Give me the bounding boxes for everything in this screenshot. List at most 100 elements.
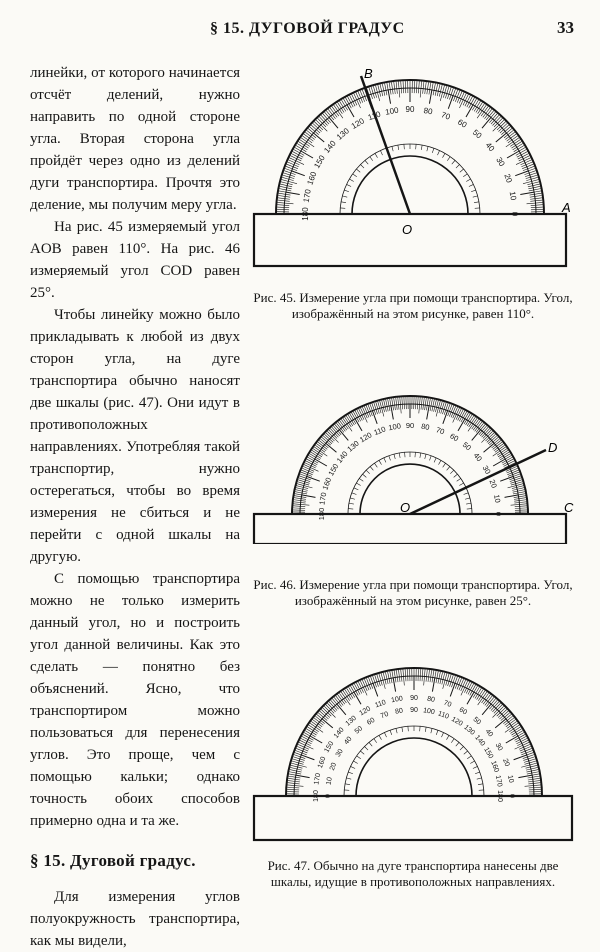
degree-tick bbox=[484, 115, 487, 119]
degree-tick bbox=[404, 676, 405, 685]
degree-tick bbox=[360, 416, 362, 420]
degree-tick bbox=[513, 493, 518, 494]
degree-tick bbox=[361, 688, 363, 692]
inner-tick bbox=[357, 756, 361, 759]
band-tick bbox=[463, 680, 466, 686]
degree-tick bbox=[308, 473, 313, 475]
band-tick bbox=[278, 202, 285, 203]
band-tick bbox=[473, 418, 477, 424]
scale-number: 80 bbox=[420, 422, 430, 432]
scale-number: 10 bbox=[492, 494, 502, 504]
paragraph-4: С помощью транспортира можно не только и… bbox=[30, 568, 240, 832]
degree-tick bbox=[512, 732, 516, 735]
band-tick bbox=[278, 195, 285, 196]
figure-46-protractor: 0102030405060708090100110120130140150160… bbox=[250, 384, 580, 544]
degree-tick bbox=[284, 203, 293, 204]
degree-tick bbox=[485, 701, 488, 705]
degree-tick bbox=[305, 482, 310, 483]
band-tick bbox=[290, 156, 296, 159]
scale-number: 10 bbox=[506, 775, 514, 784]
band-tick bbox=[457, 677, 460, 684]
band-tick bbox=[531, 767, 538, 769]
band-tick bbox=[362, 680, 365, 686]
degree-tick bbox=[530, 201, 535, 202]
degree-tick bbox=[498, 128, 502, 131]
degree-tick bbox=[313, 731, 317, 734]
scale-number: 70 bbox=[440, 110, 452, 122]
degree-tick bbox=[427, 89, 428, 94]
scale-number: 90 bbox=[410, 707, 418, 714]
degree-tick bbox=[361, 98, 363, 103]
band-tick bbox=[516, 484, 523, 486]
degree-tick bbox=[305, 745, 313, 749]
band-tick bbox=[330, 428, 335, 433]
inner-tick bbox=[464, 751, 468, 754]
band-tick bbox=[427, 398, 428, 405]
scale-number: 50 bbox=[461, 440, 473, 452]
inner-tick bbox=[365, 747, 369, 751]
degree-tick bbox=[424, 676, 425, 685]
inner-tick bbox=[460, 747, 464, 751]
degree-tick bbox=[457, 685, 459, 690]
protractor-scale: 0180101702016030150401405013060120701108… bbox=[286, 668, 542, 802]
scale-number: 160 bbox=[320, 476, 333, 491]
degree-tick bbox=[478, 698, 483, 705]
degree-tick bbox=[516, 740, 520, 742]
band-tick bbox=[531, 770, 538, 771]
band-tick bbox=[278, 200, 285, 201]
band-tick bbox=[385, 672, 387, 679]
band-tick bbox=[429, 670, 430, 677]
band-tick bbox=[531, 177, 538, 179]
degree-tick bbox=[340, 701, 343, 705]
band-tick bbox=[290, 767, 297, 769]
inner-tick bbox=[452, 160, 455, 164]
band-tick bbox=[332, 427, 337, 432]
inner-tick bbox=[346, 778, 351, 779]
band-tick bbox=[399, 670, 400, 677]
inner-tick bbox=[356, 169, 360, 172]
degree-tick bbox=[468, 424, 473, 431]
band-tick bbox=[461, 92, 464, 98]
band-tick bbox=[319, 440, 324, 444]
scale-number: 100 bbox=[388, 421, 402, 432]
degree-tick bbox=[507, 473, 512, 475]
degree-tick bbox=[301, 757, 306, 759]
inner-tick bbox=[379, 460, 382, 464]
band-tick bbox=[520, 504, 527, 505]
degree-tick bbox=[517, 743, 521, 745]
band-tick bbox=[371, 677, 373, 684]
band-tick bbox=[518, 494, 525, 495]
degree-tick bbox=[450, 683, 455, 696]
band-tick bbox=[455, 677, 457, 684]
inner-tick bbox=[478, 784, 483, 785]
band-tick bbox=[498, 444, 504, 448]
degree-tick bbox=[463, 101, 465, 105]
degree-tick bbox=[306, 144, 310, 147]
band-tick bbox=[516, 482, 523, 484]
degree-tick bbox=[455, 97, 457, 102]
degree-tick bbox=[492, 708, 495, 712]
inner-tick bbox=[359, 478, 363, 481]
scale-number: 160 bbox=[317, 756, 328, 769]
degree-tick bbox=[367, 686, 369, 691]
band-tick bbox=[370, 404, 372, 411]
band-tick bbox=[286, 166, 293, 169]
scale-number: 20 bbox=[502, 173, 514, 185]
degree-tick bbox=[381, 681, 382, 686]
degree-tick bbox=[518, 775, 532, 777]
band-tick bbox=[297, 746, 303, 749]
scale-number: 100 bbox=[385, 106, 400, 117]
band-tick bbox=[533, 186, 540, 187]
band-tick bbox=[388, 672, 389, 679]
inner-tick bbox=[390, 730, 392, 735]
degree-tick bbox=[514, 755, 527, 760]
band-tick bbox=[376, 402, 378, 409]
band-tick bbox=[343, 418, 347, 424]
band-tick bbox=[479, 423, 483, 428]
band-tick bbox=[294, 755, 301, 757]
degree-tick bbox=[443, 680, 445, 689]
degree-tick bbox=[506, 142, 513, 147]
band-tick bbox=[438, 401, 440, 408]
degree-tick bbox=[300, 153, 304, 155]
degree-tick bbox=[292, 169, 297, 171]
